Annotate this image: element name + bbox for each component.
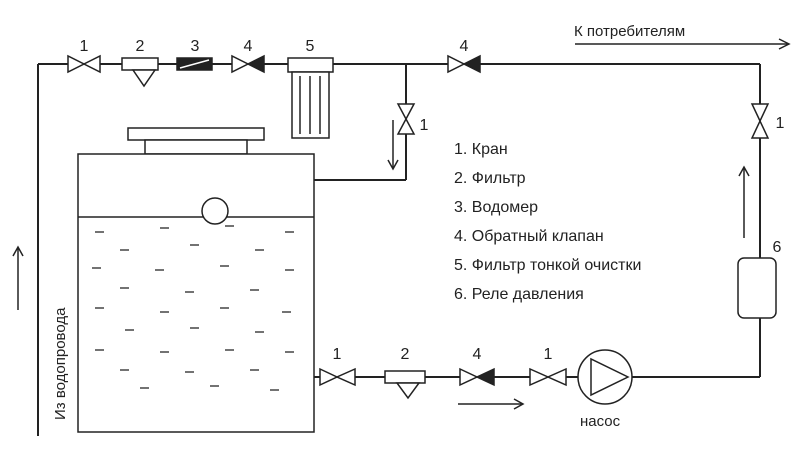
number-label: 1 xyxy=(80,38,89,55)
number-label: 1 xyxy=(333,346,342,363)
upward-flow-arrow xyxy=(738,165,750,238)
top-check-valve xyxy=(231,54,265,74)
pump-label: насос xyxy=(580,413,621,430)
legend: 1. Кран 2. Фильтр 3. Водомер 4. Обратный… xyxy=(454,141,641,303)
to-consumers-label: К потребителям xyxy=(574,23,685,40)
bottom-flow-arrow xyxy=(458,398,525,410)
number-label: 4 xyxy=(244,38,253,55)
to-consumers-arrow xyxy=(575,38,791,50)
bottom-valve-crane-right xyxy=(529,367,567,387)
number-label: 1 xyxy=(420,117,429,134)
fine-filter xyxy=(287,57,334,139)
water-tank xyxy=(77,127,315,433)
pump xyxy=(577,349,633,405)
water-fill-marks xyxy=(92,225,294,391)
legend-item: 3. Водомер xyxy=(454,199,538,216)
number-label: 3 xyxy=(191,38,200,55)
bottom-check-valve xyxy=(459,367,495,387)
water-meter xyxy=(176,57,213,71)
bottom-filter xyxy=(384,370,426,400)
inlet-flow-arrow xyxy=(12,245,24,310)
number-label: 2 xyxy=(136,38,145,55)
legend-item: 4. Обратный клапан xyxy=(454,228,604,245)
top-filter xyxy=(121,57,159,88)
number-label: 2 xyxy=(401,346,410,363)
legend-item: 2. Фильтр xyxy=(454,170,526,187)
legend-item: 1. Кран xyxy=(454,141,508,158)
number-label: 1 xyxy=(544,346,553,363)
float-ball xyxy=(201,197,229,225)
number-label: 6 xyxy=(773,239,782,256)
branch-flow-arrow xyxy=(387,120,399,171)
right-riser-pipe xyxy=(632,64,761,378)
top-right-check-valve xyxy=(447,54,481,74)
right-valve-crane xyxy=(750,103,770,139)
from-water-main-label: Из водопровода xyxy=(52,307,69,420)
pressure-relay xyxy=(737,257,777,319)
legend-item: 6. Реле давления xyxy=(454,286,584,303)
inlet-pipe xyxy=(37,63,68,436)
bottom-valve-crane-left xyxy=(319,367,356,387)
number-label: 5 xyxy=(306,38,315,55)
number-label: 4 xyxy=(460,38,469,55)
top-valve-crane xyxy=(67,54,101,74)
legend-item: 5. Фильтр тонкой очистки xyxy=(454,257,641,274)
number-label: 1 xyxy=(776,115,785,132)
branch-valve-crane xyxy=(396,103,416,135)
number-label: 4 xyxy=(473,346,482,363)
